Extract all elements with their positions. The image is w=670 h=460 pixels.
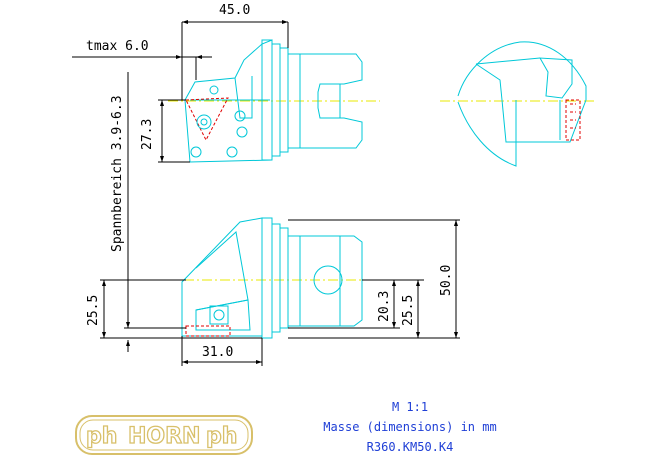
dim-50: 50.0 <box>288 219 460 339</box>
front-view-shank-lines <box>299 236 341 326</box>
units-label: Masse (dimensions) in mm <box>323 420 497 434</box>
top-view-screw-3 <box>236 126 248 138</box>
logo-mark-left: ph <box>86 424 117 449</box>
dim-25-left-label: 25.5 <box>86 295 101 326</box>
front-view-shank <box>287 235 363 327</box>
side-view-thread <box>570 103 576 129</box>
dim-31-label: 31.0 <box>202 345 233 360</box>
dim-27: 27.3 <box>140 99 190 163</box>
dim-25-right-label: 25.5 <box>401 295 416 326</box>
part-number: R360.KM50.K4 <box>366 440 454 454</box>
scale-label: M 1:1 <box>391 400 429 414</box>
side-view-body <box>475 63 587 143</box>
top-view-screw-2 <box>234 110 246 122</box>
dim-spann-arrows <box>124 322 186 352</box>
front-view <box>130 217 410 339</box>
front-view-bore <box>313 265 343 295</box>
dim-25-right: 25.5 <box>288 279 424 339</box>
logo-mark-right: ph <box>206 424 237 449</box>
top-view-flange-b <box>271 43 281 157</box>
top-view-screw-6 <box>209 85 219 95</box>
dim-27-label: 27.3 <box>140 119 155 150</box>
dim-20: 20.3 <box>288 279 400 329</box>
front-view-head-face <box>195 231 249 311</box>
dim-25-left: 25.5 <box>86 279 262 339</box>
front-view-seat <box>195 299 251 331</box>
top-view-flange-c <box>279 47 289 153</box>
front-view-screw <box>213 309 225 321</box>
top-view-insert <box>185 97 229 142</box>
top-view-screw-4 <box>226 146 238 158</box>
side-view-edge <box>475 57 541 65</box>
dim-50-label: 50.0 <box>439 265 454 296</box>
side-view-arc-bottom <box>457 100 517 167</box>
top-view-head-detail <box>234 76 253 119</box>
dim-45: 45.0 <box>181 3 289 100</box>
dim-tmax-label: tmax 6.0 <box>86 39 149 54</box>
top-view-screw-1-inner <box>200 118 208 126</box>
dim-45-label: 45.0 <box>219 3 250 18</box>
top-view-shank-lines <box>299 54 341 148</box>
side-view-arc-top <box>457 41 587 100</box>
top-view-screw-5 <box>190 146 202 158</box>
front-view-flange-c <box>279 227 289 329</box>
front-view-flange-a <box>261 217 273 339</box>
logo-brand: HORN <box>128 424 200 449</box>
horn-logo: ph HORN ph <box>75 415 253 455</box>
dim-20-label: 20.3 <box>377 291 392 322</box>
dim-31: 31.0 <box>181 336 263 366</box>
front-view-flange-b <box>271 223 281 333</box>
top-view-shank <box>287 53 363 149</box>
dim-tmax: tmax 6.0 <box>72 39 212 80</box>
front-view-insert <box>185 325 231 337</box>
front-view-screw-head <box>209 305 229 325</box>
side-view-insert-seat <box>539 57 573 99</box>
side-view-screw-hidden <box>565 99 581 141</box>
side-view <box>440 41 596 167</box>
top-view-screw-1 <box>196 114 212 130</box>
front-view-head <box>181 217 263 337</box>
top-view <box>168 39 380 163</box>
spannbereich-label: Spannbereich 3.9-6.3 <box>110 95 125 252</box>
dim-spannbereich: Spannbereich 3.9-6.3 <box>110 72 129 328</box>
